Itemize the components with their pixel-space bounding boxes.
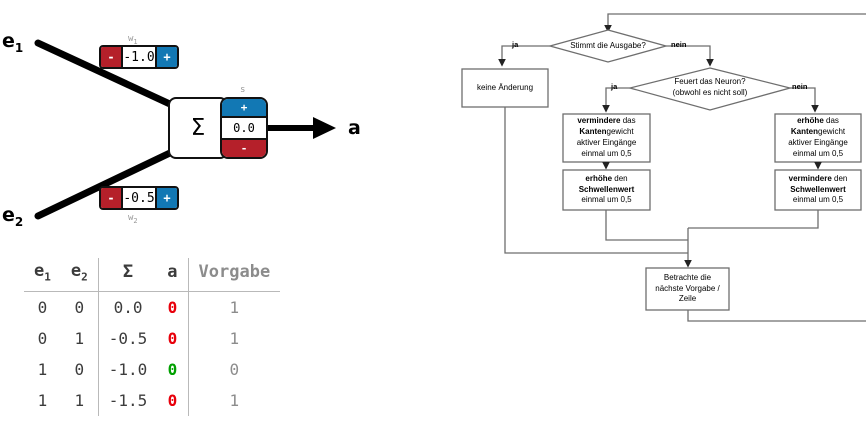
flow-ja1-line bbox=[498, 45, 550, 67]
box-left-threshold bbox=[562, 169, 651, 211]
cell-e1: 0 bbox=[37, 329, 48, 349]
col-header-a: a bbox=[157, 258, 189, 293]
edge-label-nein-1: nein bbox=[671, 40, 687, 49]
cell-e1: 1 bbox=[37, 360, 48, 380]
flowchart-panel: Stimmt die Ausgabe? Feuert das Neuron? (… bbox=[440, 0, 866, 427]
cell-sum: -0.5 bbox=[97, 323, 158, 355]
cell-a: 0 bbox=[167, 329, 178, 349]
threshold-value: 0.0 bbox=[222, 116, 266, 140]
decision-neuron-fires bbox=[627, 67, 793, 111]
flow-nein1-line bbox=[666, 45, 714, 67]
weight2-stepper[interactable]: - -0.5 + bbox=[99, 186, 179, 210]
cell-e2: 0 bbox=[74, 360, 85, 380]
input-label-e2: e2 bbox=[2, 204, 24, 229]
weight1-decrement-button[interactable]: - bbox=[101, 47, 121, 67]
weight1-increment-button[interactable]: + bbox=[157, 47, 177, 67]
cell-a: 0 bbox=[167, 360, 178, 380]
table-row: 0 0 0.0 0 1 bbox=[24, 291, 281, 324]
edge-label-ja-1: ja bbox=[512, 40, 519, 49]
edge-e1 bbox=[34, 39, 176, 109]
box-left-weight bbox=[562, 113, 651, 163]
neuron-diagram-panel: e1 e2 a w1 - -1.0 + - -0.5 + w2 Σ s + 0.… bbox=[2, 30, 361, 417]
table-row: 0 1 -0.5 0 1 bbox=[24, 323, 281, 355]
box-right-weight bbox=[774, 113, 862, 163]
edge-label-ja-2: ja bbox=[611, 82, 618, 91]
table-header-row: e1 e2 Σ a Vorgabe bbox=[24, 258, 281, 293]
threshold-caption: s bbox=[240, 85, 246, 95]
weight2-increment-button[interactable]: + bbox=[157, 188, 177, 208]
flow-nein2-line bbox=[790, 87, 819, 113]
weight1-stepper[interactable]: - -1.0 + bbox=[99, 45, 179, 69]
threshold-stepper[interactable]: + 0.0 - bbox=[220, 97, 268, 159]
cell-e2: 0 bbox=[74, 298, 85, 318]
edge-e2 bbox=[34, 148, 176, 220]
cell-e1: 1 bbox=[37, 391, 48, 411]
cell-a: 0 bbox=[167, 298, 178, 318]
output-label-a: a bbox=[348, 117, 361, 139]
threshold-increment-button[interactable]: + bbox=[222, 99, 266, 116]
input-label-e1: e1 bbox=[2, 30, 24, 55]
col-header-sum: Σ bbox=[97, 258, 158, 293]
cell-vorgabe: 1 bbox=[187, 385, 281, 417]
box-right-threshold bbox=[774, 169, 862, 211]
box-no-change bbox=[461, 68, 549, 108]
cell-e2: 1 bbox=[74, 329, 85, 349]
flow-entry-line bbox=[604, 13, 866, 33]
weight2-value: -0.5 bbox=[121, 188, 157, 208]
flow-merge-from-no-change bbox=[504, 107, 688, 254]
cell-a: 0 bbox=[167, 391, 178, 411]
cell-sum: -1.5 bbox=[97, 385, 158, 417]
weight2-decrement-button[interactable]: - bbox=[101, 188, 121, 208]
cell-vorgabe: 0 bbox=[187, 354, 281, 386]
cell-sum: 0.0 bbox=[97, 291, 158, 324]
flow-merge-from-right bbox=[688, 210, 819, 229]
col-header-e2: e2 bbox=[60, 258, 99, 293]
sum-node: Σ bbox=[168, 97, 228, 159]
edge-label-nein-2: nein bbox=[792, 82, 808, 91]
col-header-e1: e1 bbox=[24, 258, 61, 293]
decision-output-correct bbox=[547, 29, 669, 63]
table-row: 1 1 -1.5 0 1 bbox=[24, 385, 281, 417]
flow-ja2-line bbox=[602, 87, 630, 113]
col-header-vorgabe: Vorgabe bbox=[187, 258, 281, 293]
flow-loop-back-line bbox=[687, 310, 866, 322]
flow-merge-from-left bbox=[605, 210, 688, 241]
cell-vorgabe: 1 bbox=[187, 323, 281, 355]
cell-e2: 1 bbox=[74, 391, 85, 411]
output-arrowhead bbox=[313, 117, 336, 139]
flowchart-shapes bbox=[461, 13, 866, 322]
cell-sum: -1.0 bbox=[97, 354, 158, 386]
threshold-decrement-button[interactable]: - bbox=[222, 140, 266, 157]
weight1-value: -1.0 bbox=[121, 47, 157, 67]
table-row: 1 0 -1.0 0 0 bbox=[24, 354, 281, 386]
box-next-row bbox=[645, 267, 730, 311]
cell-vorgabe: 1 bbox=[187, 291, 281, 324]
neuron-connections bbox=[34, 39, 336, 220]
weight1-caption: w1 bbox=[128, 34, 138, 46]
weight2-caption: w2 bbox=[128, 213, 138, 225]
cell-e1: 0 bbox=[37, 298, 48, 318]
truth-table: e1 e2 Σ a Vorgabe 0 0 0.0 0 1 0 1 -0.5 0… bbox=[24, 258, 281, 417]
